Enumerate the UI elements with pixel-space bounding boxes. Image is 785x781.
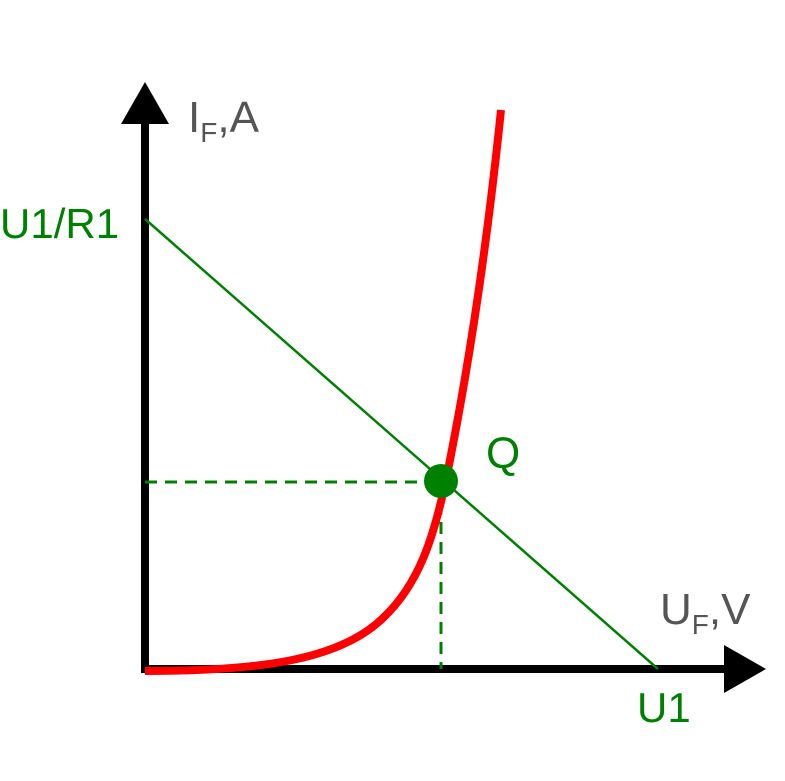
x-axis-label-unit: ,V <box>709 585 751 634</box>
diode-characteristic-curve <box>144 109 505 675</box>
x-axis-label: UF,V <box>660 585 751 640</box>
x-axis-label-subscript: F <box>692 609 709 640</box>
x-intercept-label: U1 <box>637 684 691 731</box>
operating-point-q-marker <box>424 464 458 498</box>
y-axis-label: IF,A <box>188 93 260 148</box>
load-line <box>144 218 659 670</box>
y-intercept-label: U1/R1 <box>0 200 119 247</box>
operating-point-label: Q <box>486 429 520 478</box>
y-axis-arrowhead <box>121 82 169 124</box>
x-axis-arrowhead <box>724 645 766 693</box>
y-axis-label-subscript: F <box>200 117 217 148</box>
y-axis-label-main: I <box>188 93 200 142</box>
y-axis-label-unit: ,A <box>217 93 259 142</box>
x-axis-label-main: U <box>660 585 692 634</box>
